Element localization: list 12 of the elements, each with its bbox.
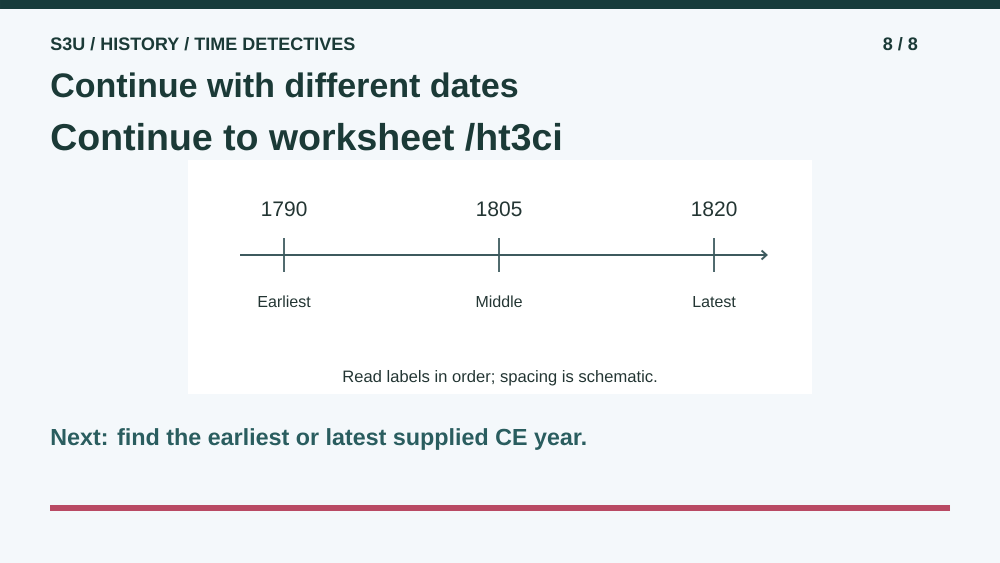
- subheading: Continue to worksheet /ht3ci: [52, 122, 560, 151]
- year-label: 1790: [262, 201, 307, 216]
- marker-label: Middle: [476, 295, 522, 308]
- marker-label: Earliest: [258, 295, 311, 308]
- slide-title: Continue with different dates: [52, 72, 518, 98]
- panel-caption: Read labels in order; spacing is schematic.: [344, 370, 656, 386]
- year-label: 1805: [477, 201, 522, 216]
- breadcrumb: S3U / HISTORY / TIME DETECTIVES: [50, 36, 355, 50]
- page-number: 8 / 8: [883, 36, 918, 50]
- year-label: 1820: [692, 201, 737, 216]
- marker-label: Latest: [694, 296, 736, 308]
- instruction-text: Next: find the earliest or latest supplied CE year.: [52, 428, 586, 450]
